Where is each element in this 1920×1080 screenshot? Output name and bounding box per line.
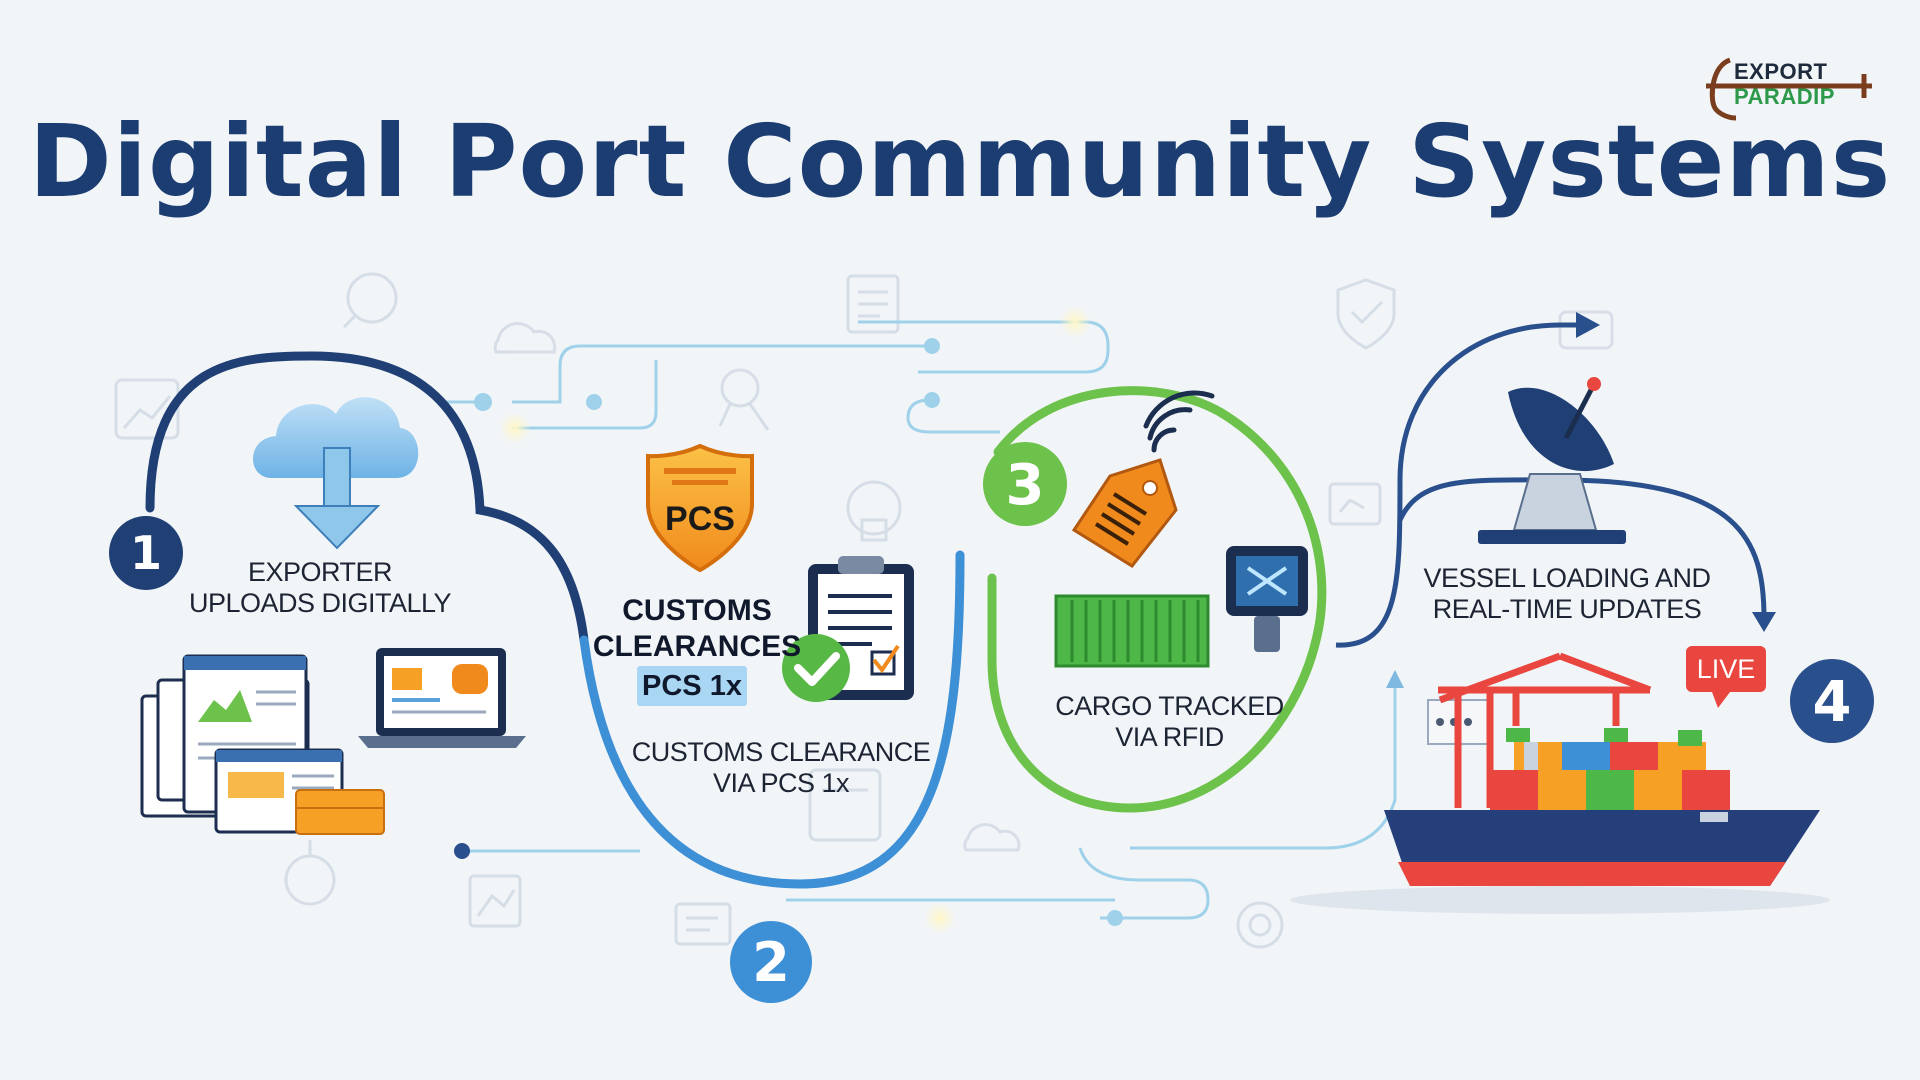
page-title: Digital Port Community Systems	[28, 103, 1892, 220]
live-badge	[1686, 646, 1766, 708]
network-connector-lines	[440, 320, 1397, 920]
step-2-number: 2	[752, 931, 790, 994]
pcs-badge-text: PCS	[665, 500, 735, 538]
glow-sparkles	[499, 306, 1091, 934]
rfid-scanner-icon	[1226, 546, 1308, 652]
pcs-shield-badge	[646, 443, 754, 573]
export-paradip-logo: EXPORT PARADIP	[1706, 52, 1876, 122]
arrow-up-icon	[1386, 670, 1404, 688]
laptop-icon	[358, 648, 526, 748]
arrow-right-icon	[1576, 312, 1600, 338]
pcs-1x-tag: PCS 1x	[637, 666, 747, 706]
step-1-number: 1	[130, 526, 162, 580]
step-4-label-line1: VESSEL LOADING AND	[1423, 563, 1711, 593]
checkmark-icon	[782, 634, 850, 702]
step-3-label-line2: VIA RFID	[1115, 722, 1224, 752]
step1-flow-arc	[145, 351, 589, 645]
step-3-label-line1: CARGO TRACKED	[1055, 691, 1284, 721]
step-3-badge	[983, 442, 1067, 526]
live-badge-text: LIVE	[1697, 654, 1756, 684]
step-4-label: VESSEL LOADING AND REAL-TIME UPDATES	[1412, 563, 1722, 625]
shipping-container-icon	[1054, 594, 1210, 668]
logo-text-line1: EXPORT	[1734, 59, 1828, 84]
step-4-badge	[1790, 659, 1874, 743]
background-decor-icons	[114, 272, 1614, 949]
step4-descent-arc	[1397, 477, 1767, 619]
arrow-down-icon	[1752, 612, 1776, 632]
cloud-upload-icon	[252, 397, 419, 550]
step-4-label-line2: REAL-TIME UPDATES	[1432, 594, 1702, 624]
wireless-signal-icon	[1143, 390, 1215, 453]
clipboard-checklist-icon	[808, 556, 914, 700]
crane-cargo-boxes	[1506, 728, 1702, 746]
step-2-label-line2: VIA PCS 1x	[712, 768, 850, 798]
step2-flow-arc	[579, 550, 965, 889]
satellite-dish-icon	[1478, 377, 1626, 544]
rfid-tag-icon	[1071, 458, 1178, 568]
network-connector-nodes	[454, 338, 1123, 926]
step-4-number: 4	[1813, 670, 1852, 735]
step3-flow-ring	[987, 386, 1327, 813]
step-3-number: 3	[1006, 453, 1045, 518]
document-stack-icon	[140, 654, 385, 835]
logo-text-line2: PARADIP	[1734, 84, 1835, 109]
customs-card-heading: CUSTOMS CLEARANCES	[592, 593, 802, 665]
port-crane-icon	[1438, 652, 1652, 808]
step-1-label-line2: UPLOADS DIGITALLY	[188, 588, 452, 618]
step-1-label-line1: EXPORTER	[247, 557, 393, 587]
step-2-label: CUSTOMS CLEARANCE VIA PCS 1x	[626, 737, 936, 799]
export-paradip-logo-mark	[1706, 57, 1872, 121]
customs-heading-line2: CLEARANCES	[592, 630, 802, 663]
step-2-badge	[730, 921, 812, 1003]
step-3-label: CARGO TRACKED VIA RFID	[1032, 691, 1307, 753]
customs-heading-line1: CUSTOMS	[622, 594, 772, 627]
step-1-label: EXPORTER UPLOADS DIGITALLY	[170, 557, 470, 619]
step-1-badge	[109, 516, 183, 590]
step-2-label-line1: CUSTOMS CLEARANCE	[631, 737, 931, 767]
step4-flow-arc	[1335, 322, 1584, 648]
cargo-ship-icon	[1290, 699, 1830, 914]
